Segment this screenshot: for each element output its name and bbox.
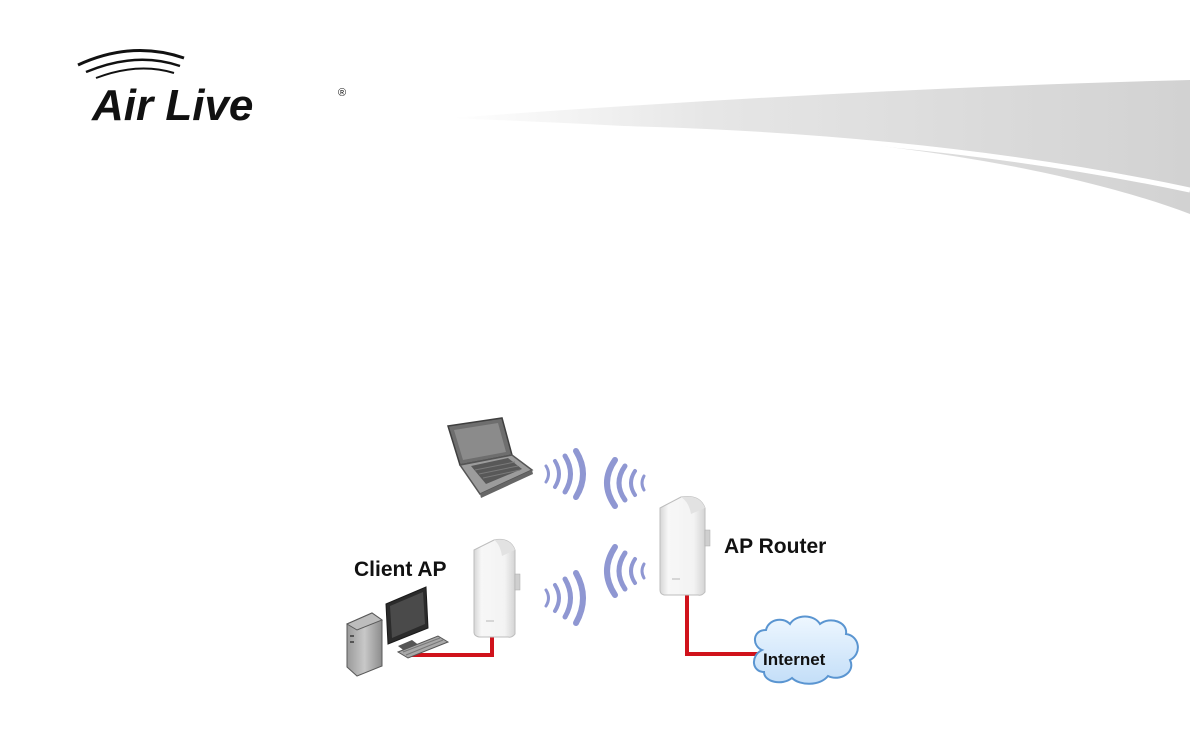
- internet-label: Internet: [763, 650, 826, 669]
- client-ap-label: Client AP: [354, 558, 447, 581]
- wireless-wave-icon: [546, 547, 644, 623]
- wireless-wave-icon: [546, 451, 644, 506]
- ap-router-device-icon: [660, 496, 710, 595]
- laptop-icon: [448, 418, 533, 498]
- desktop-computer-icon: [347, 587, 448, 676]
- network-diagram: Client AP AP Router Internet: [347, 418, 858, 684]
- logo-text: Air Live: [91, 81, 253, 130]
- ap-router-label: AP Router: [724, 535, 826, 558]
- banner-swoosh: [450, 80, 1190, 214]
- registered-mark: ®: [338, 87, 346, 99]
- link-router-to-internet: [687, 595, 758, 654]
- client-ap-device-icon: [474, 539, 520, 637]
- airlive-logo: Air Live ®: [78, 50, 346, 130]
